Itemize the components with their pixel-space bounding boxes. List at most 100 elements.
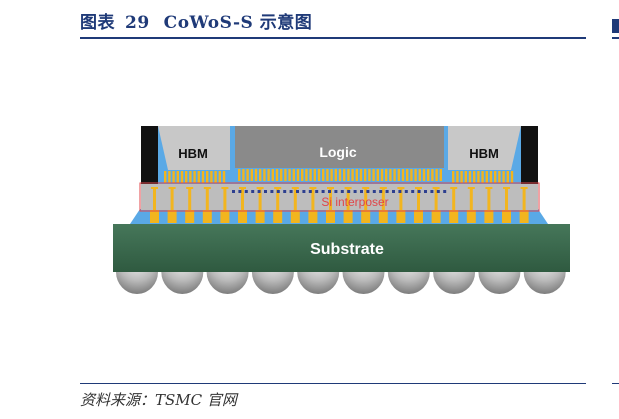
substrate-label: Substrate <box>310 241 384 258</box>
micro-bump <box>368 169 371 181</box>
mold-right <box>521 126 538 184</box>
tsv <box>293 188 297 210</box>
rdl-trace <box>289 190 293 193</box>
micro-bump <box>197 171 200 183</box>
micro-bumps <box>164 169 514 183</box>
tsv <box>434 188 438 210</box>
underfill-bottom <box>130 209 548 224</box>
micro-bump <box>494 171 497 183</box>
micro-bump <box>250 169 253 181</box>
rdl-trace <box>321 190 325 193</box>
micro-bump <box>334 169 337 181</box>
micro-bump <box>180 171 184 183</box>
interposer-label: Si interposer <box>321 195 388 209</box>
micro-bump <box>502 171 505 183</box>
micro-bump <box>510 171 514 183</box>
micro-bump <box>393 169 396 181</box>
c4-bump <box>484 210 494 223</box>
micro-bump <box>456 171 459 183</box>
edge-marker-top <box>612 19 619 33</box>
c4-bump <box>361 210 371 223</box>
tsv <box>364 188 368 210</box>
micro-bump <box>330 169 333 181</box>
c4-bump <box>150 210 159 223</box>
tsv <box>170 188 174 210</box>
tsv <box>188 188 192 210</box>
tsv <box>505 188 508 210</box>
rdl-trace <box>308 190 312 193</box>
rdl-trace <box>430 190 434 193</box>
tsv-cap <box>274 187 282 189</box>
mold-left <box>141 126 158 184</box>
micro-bump <box>193 171 196 183</box>
through-silicon-vias <box>151 187 528 210</box>
micro-bump <box>222 171 226 183</box>
micro-bump <box>271 169 274 181</box>
rdl-trace <box>417 190 421 193</box>
micro-bump <box>259 169 262 181</box>
c4-bump <box>290 210 300 223</box>
tsv <box>153 188 156 210</box>
c4-bump <box>326 210 335 223</box>
rdl-trace <box>257 190 261 193</box>
micro-bump <box>385 169 388 181</box>
c4-bump <box>343 210 353 223</box>
micro-bump <box>176 171 179 183</box>
micro-bump <box>267 169 270 181</box>
micro-bump <box>473 171 476 183</box>
micro-bump <box>218 171 221 183</box>
figure-title-prefix: 图表 <box>80 13 115 33</box>
rdl-trace <box>296 190 299 193</box>
figure-title-text: CoWoS-S 示意图 <box>163 13 313 33</box>
figure-number: 29 <box>125 13 150 33</box>
micro-bump <box>301 169 304 181</box>
c4-bump <box>185 210 195 223</box>
micro-bump <box>422 169 426 181</box>
micro-bump <box>485 171 488 183</box>
c4-bump <box>378 210 388 223</box>
micro-bump <box>317 169 321 181</box>
micro-bump <box>284 169 287 181</box>
tsv-cap <box>379 187 387 189</box>
hbm-right-die <box>448 126 521 170</box>
tsv <box>241 188 244 210</box>
tsv-cap <box>520 187 528 189</box>
tsv-cap <box>151 187 158 189</box>
rdl-trace <box>385 190 389 193</box>
tsv <box>205 188 209 210</box>
c4-bump <box>466 210 476 223</box>
micro-bump <box>418 169 421 181</box>
rdl-trace <box>334 190 338 193</box>
rdl-trace <box>443 190 447 193</box>
micro-bump <box>206 171 209 183</box>
tsv-cap <box>415 187 422 189</box>
micro-bump <box>338 169 342 181</box>
micro-bump <box>376 169 379 181</box>
micro-bump <box>435 169 438 181</box>
rdl-trace <box>270 190 274 193</box>
rdl-trace <box>411 190 415 193</box>
micro-bump <box>296 169 300 181</box>
c4-bump <box>449 210 459 223</box>
micro-bump <box>389 169 392 181</box>
micro-bump <box>189 171 192 183</box>
rdl-trace <box>276 190 280 193</box>
tsv-cap <box>362 187 370 189</box>
tsv-cap <box>467 187 475 189</box>
c4-bump <box>273 210 283 223</box>
c4-bump <box>414 210 423 223</box>
micro-bump <box>246 169 249 181</box>
micro-bump <box>254 169 258 181</box>
micro-bump <box>477 171 480 183</box>
logic-label: Logic <box>319 144 357 160</box>
micro-bump <box>288 169 291 181</box>
figure-source: 资料来源：TSMC 官网 <box>80 391 237 409</box>
micro-bump <box>439 169 442 181</box>
tsv-cap <box>309 187 317 189</box>
micro-bump <box>168 171 171 183</box>
micro-bump <box>201 171 205 183</box>
micro-bump <box>364 169 367 181</box>
micro-bump <box>359 169 363 181</box>
micro-bump <box>172 171 175 183</box>
